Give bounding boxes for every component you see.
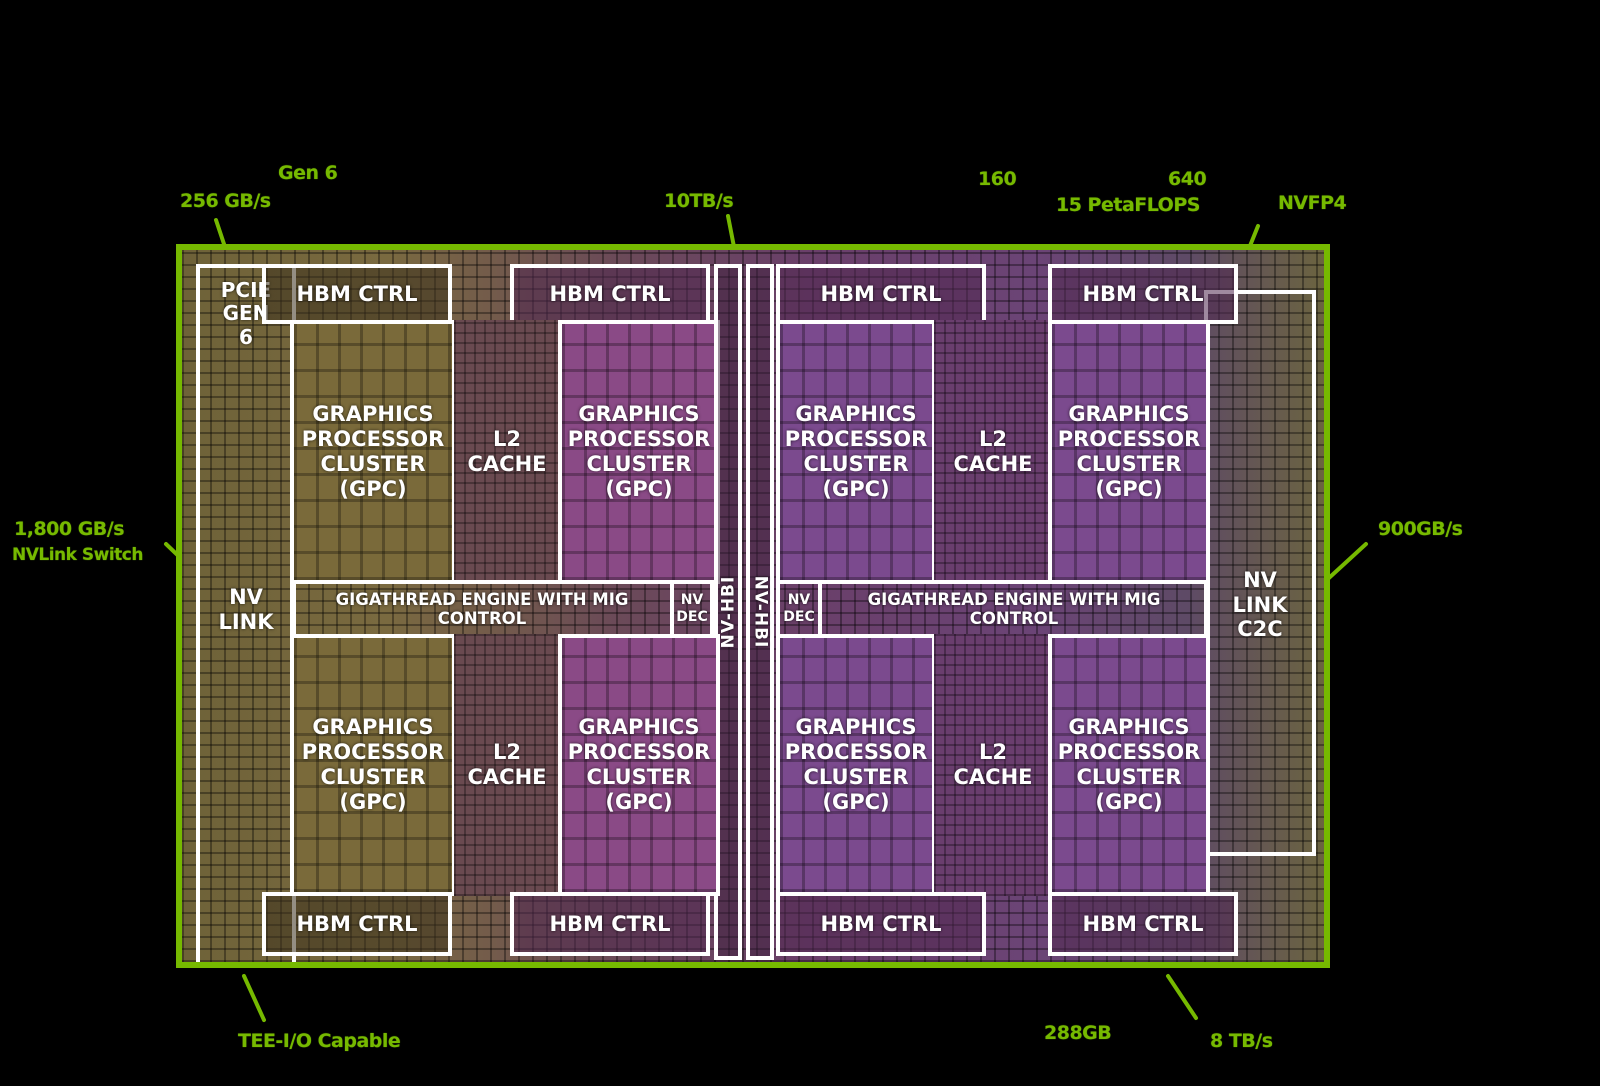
tensor-core-annotation: 640 (1168, 168, 1207, 190)
left-io-outline (196, 264, 296, 962)
hbm-ctrl-top-3: HBM CTRL (776, 264, 986, 324)
hbm-ctrl-bottom-1: HBM CTRL (262, 892, 452, 956)
gigathread-engine-left: GIGATHREAD ENGINE WITH MIG CONTROL (290, 580, 674, 638)
pcie-gen-annotation: Gen 6 (278, 162, 338, 184)
hbm-ctrl-bottom-4: HBM CTRL (1048, 892, 1238, 956)
petaflops-annotation: 15 PetaFLOPS (1056, 194, 1200, 216)
nvlink-switch-annotation: NVLink Switch (12, 545, 143, 565)
pcie-bandwidth-annotation: 256 GB/s (180, 190, 271, 212)
tee-leader (242, 974, 266, 1022)
nvhbi-right: NV-HBI (746, 264, 774, 960)
nvhbi-bandwidth-annotation: 10TB/s (664, 190, 734, 212)
nvfp4-annotation: NVFP4 (1278, 192, 1347, 214)
hbm-ctrl-top-4: HBM CTRL (1048, 264, 1238, 324)
hbm-capacity-annotation: 288GB (1044, 1022, 1112, 1044)
hbm-ctrl-top-1: HBM CTRL (262, 264, 452, 324)
nvlink-bandwidth-annotation: 1,800 GB/s (14, 518, 125, 540)
hbm-bandwidth-annotation: 8 TB/s (1210, 1030, 1273, 1052)
hbm-ctrl-bottom-3: HBM CTRL (776, 892, 986, 956)
hbm-ctrl-bottom-2: HBM CTRL (510, 892, 710, 956)
hbm-leader (1166, 974, 1198, 1020)
nvhbi-left: NV-HBI (714, 264, 742, 960)
c2c-bandwidth-annotation: 900GB/s (1378, 518, 1463, 540)
gigathread-engine-right: GIGATHREAD ENGINE WITH MIG CONTROL (818, 580, 1210, 638)
sm-count-annotation: 160 (978, 168, 1017, 190)
hbm-ctrl-top-2: HBM CTRL (510, 264, 710, 324)
tee-annotation: TEE-I/O Capable (238, 1030, 401, 1052)
